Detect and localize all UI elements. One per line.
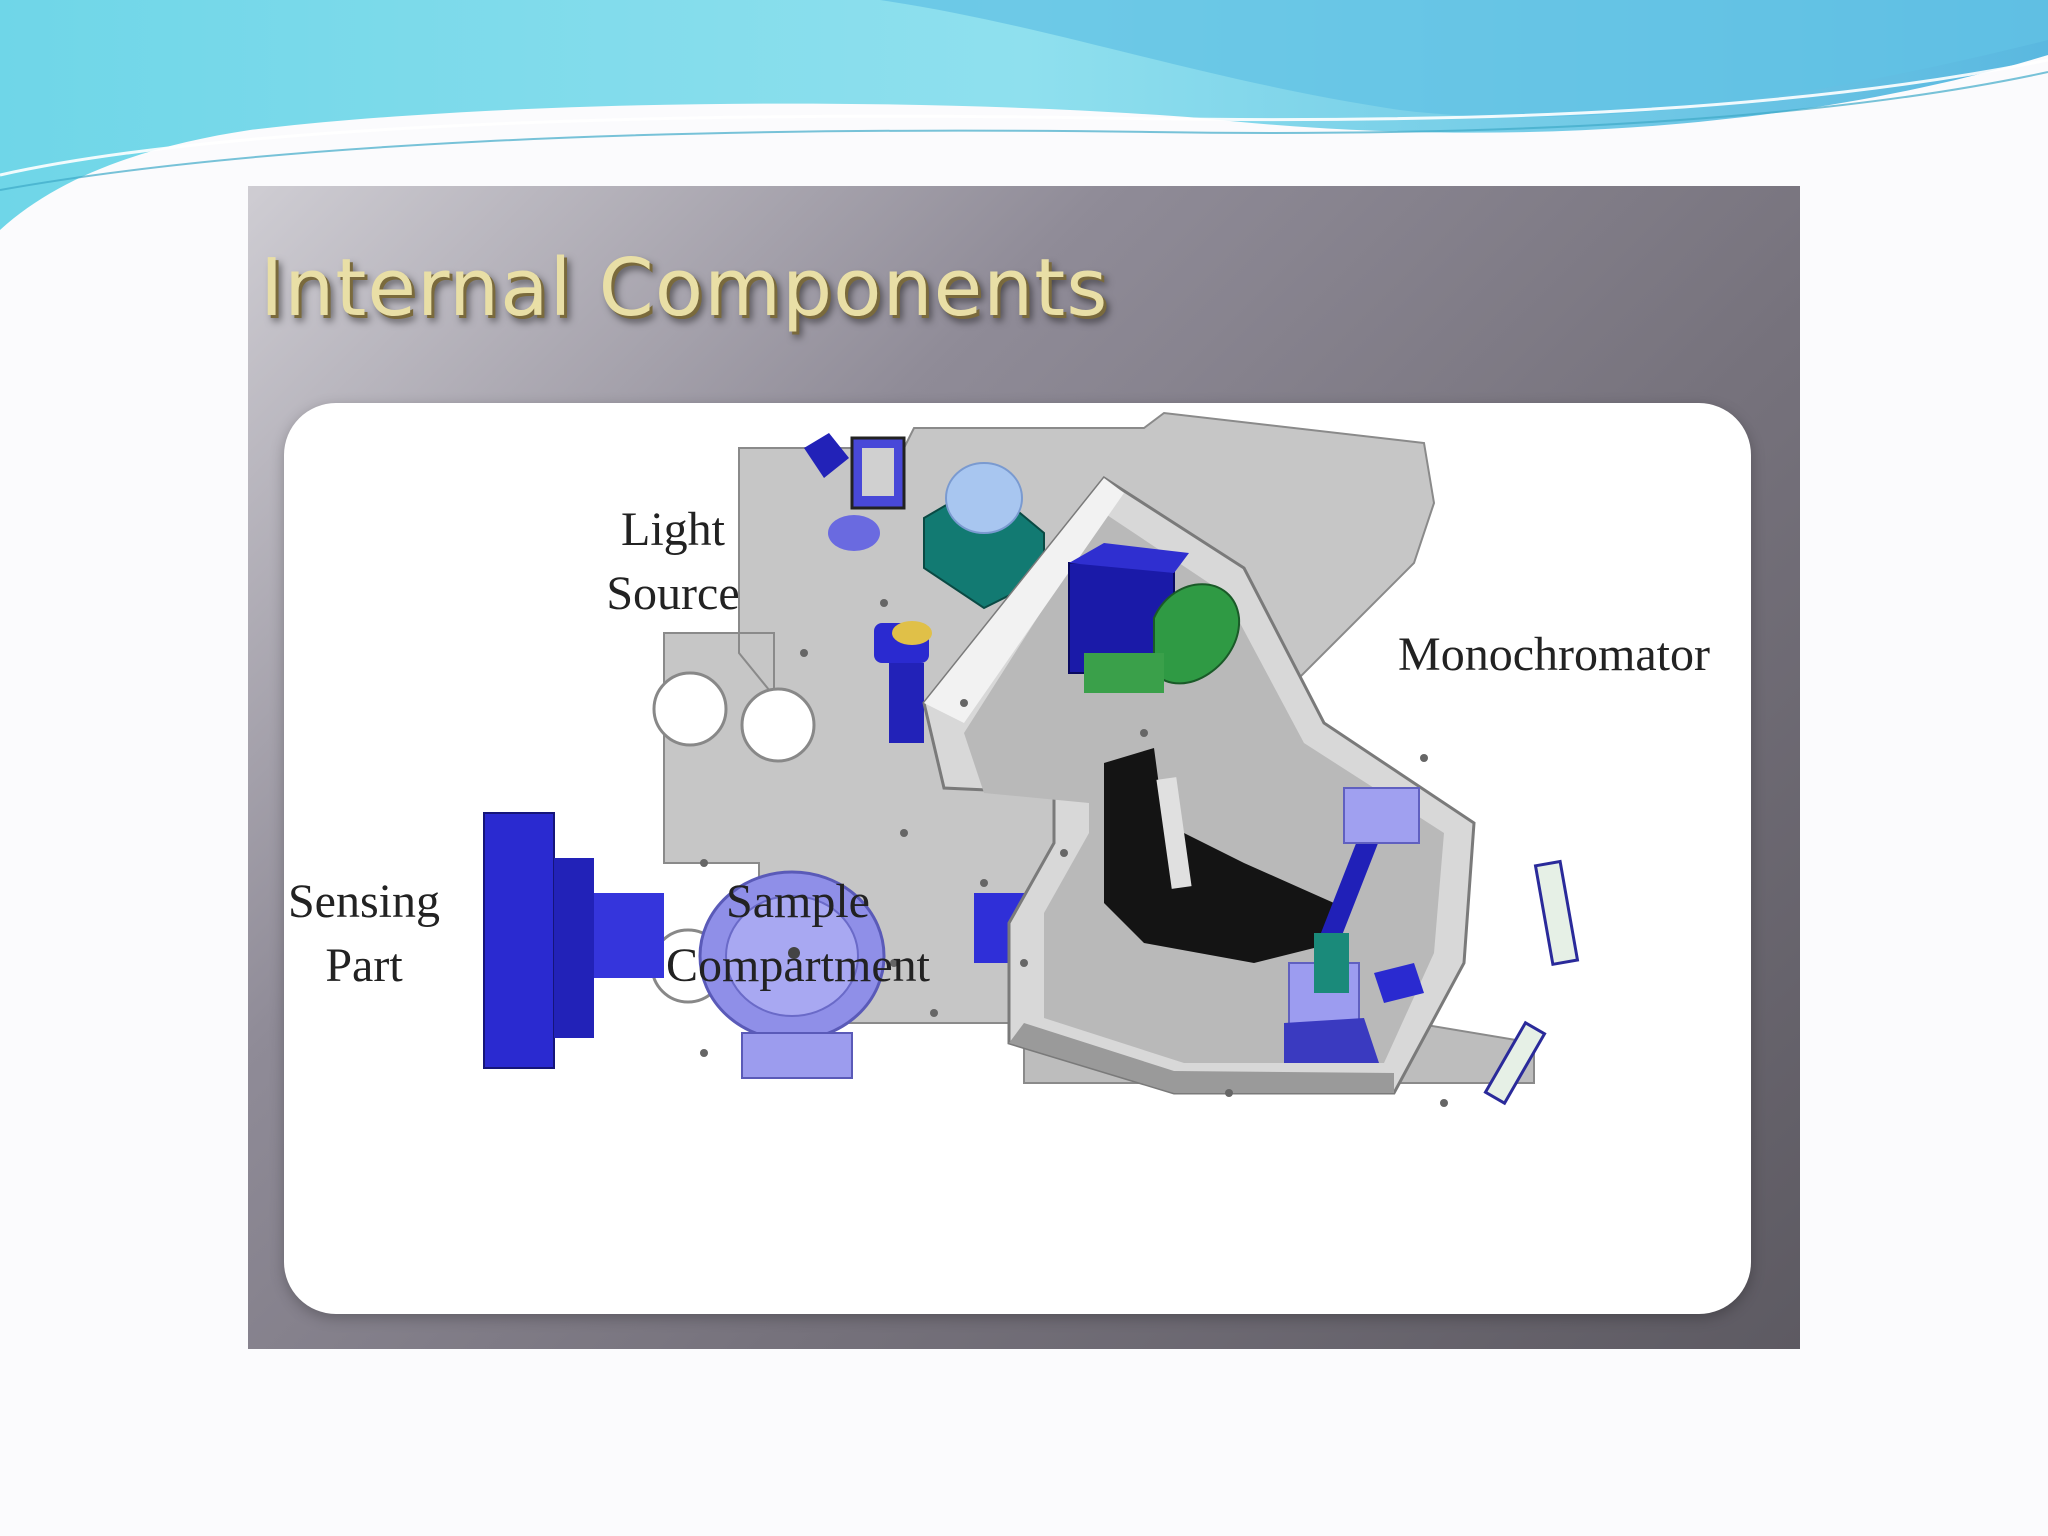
label-sensing-line2: Part (325, 939, 403, 992)
label-sample-line1: Sample (726, 875, 870, 928)
light-source-base (828, 515, 880, 551)
sensing-block (483, 812, 555, 1069)
mirror-arm (1104, 748, 1334, 963)
label-light-source-line1: Light (621, 503, 725, 556)
diagram-panel: Light Source Monochromator Sensing Part … (284, 403, 1751, 1314)
label-sensing-part: Sensing Part (284, 870, 444, 998)
label-sample-compartment: Sample Compartment (648, 870, 948, 998)
label-light-source-line2: Source (606, 567, 740, 620)
label-monochromator: Monochromator (1398, 628, 1710, 681)
drive-rod (1319, 823, 1384, 943)
slide-title: Internal Components (260, 242, 1109, 334)
plate-hole (652, 671, 728, 747)
label-sensing-line1: Sensing (287, 875, 440, 928)
slide-image: Internal Components (248, 186, 1800, 1349)
cad-diagram (483, 411, 1580, 1107)
plate-hole (740, 687, 816, 763)
turntable-mount (741, 1032, 853, 1079)
side-mirror (1483, 1020, 1547, 1106)
header-wave (0, 0, 2048, 230)
side-mirror (1533, 859, 1580, 967)
label-light-source: Light Source (598, 498, 748, 626)
bearing-block (1343, 787, 1420, 844)
grating-wheel (1153, 583, 1241, 685)
label-sample-line2: Compartment (666, 939, 930, 992)
